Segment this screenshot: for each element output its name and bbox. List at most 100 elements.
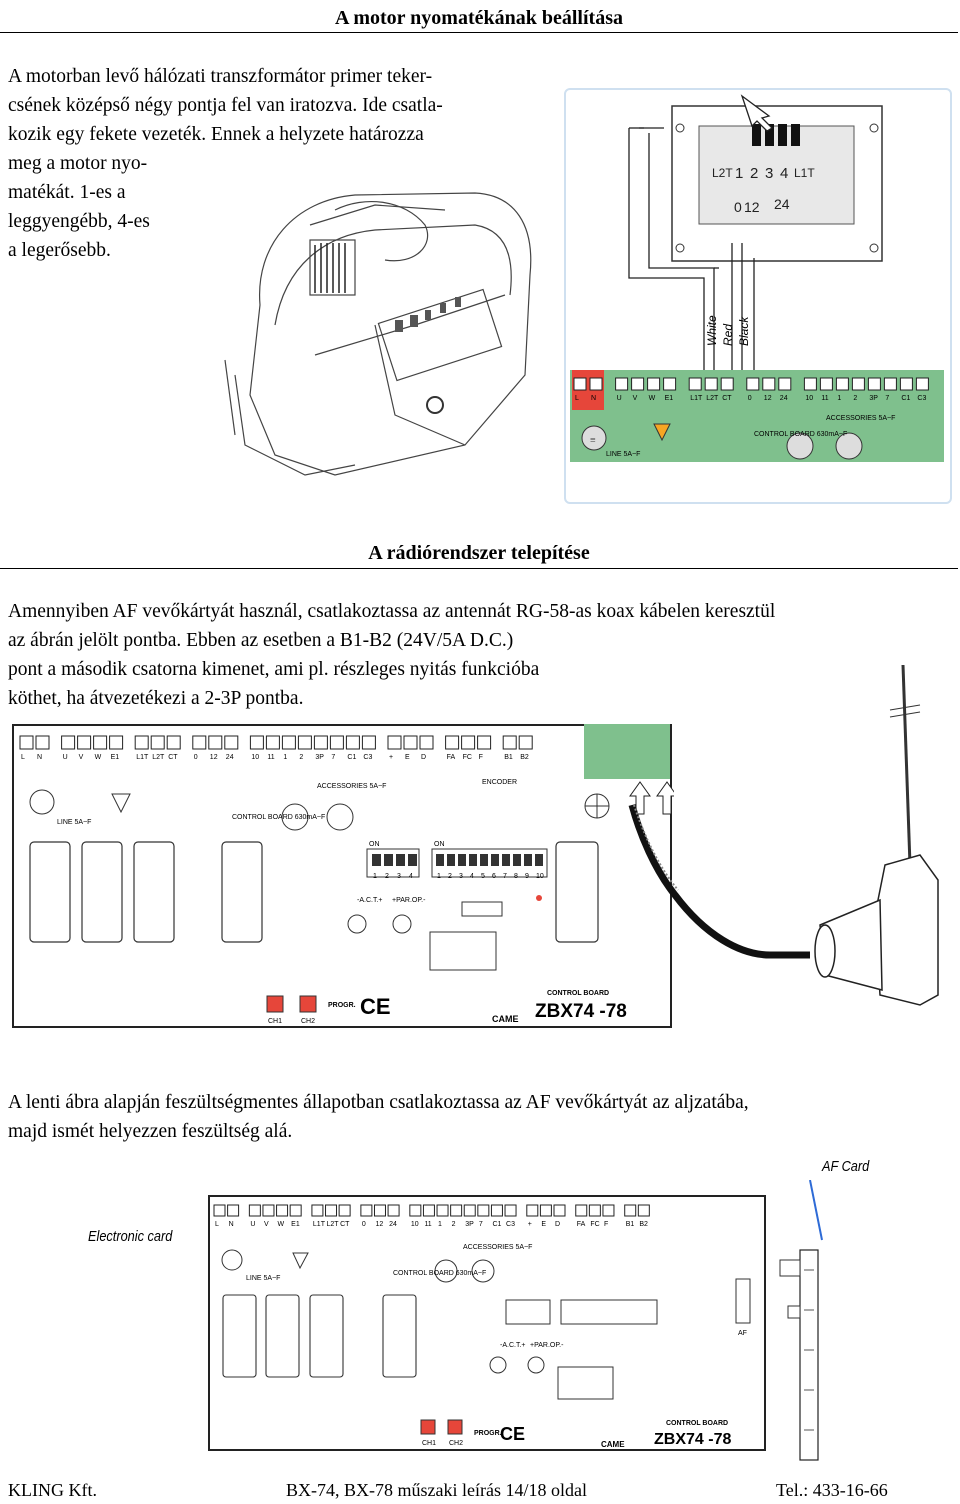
dip-number: 3 — [397, 873, 401, 880]
dip-switch — [372, 854, 381, 866]
terminal-label: U — [617, 395, 622, 402]
act-label: -A.C.T.+ — [357, 897, 382, 904]
terminal-screw — [573, 377, 587, 391]
terminal-screw — [93, 735, 108, 750]
terminal-screw — [463, 1204, 476, 1217]
terminal-label: 11 — [424, 1221, 431, 1228]
dip-number: 4 — [409, 873, 413, 880]
text-line: A lenti ábra alapján feszültségmentes ál… — [8, 1092, 749, 1113]
dip-number: 1 — [373, 873, 377, 880]
af-card-paragraph: A lenti ábra alapján feszültségmentes ál… — [8, 1088, 749, 1146]
terminal-label: 10 — [805, 395, 813, 402]
terminal-screw — [589, 377, 603, 391]
ce-mark: CE — [360, 994, 391, 1019]
terminal-label: B1 — [504, 754, 513, 761]
terminal-screw — [311, 1204, 324, 1217]
terminal-label: L2T — [152, 754, 165, 761]
terminal-screw — [663, 377, 677, 391]
terminal-screw — [851, 377, 865, 391]
ch2-label: CH2 — [449, 1440, 463, 1447]
antenna-illustration — [628, 664, 939, 1006]
terminal-screw — [265, 735, 280, 750]
dip-number: 8 — [514, 873, 518, 880]
terminal-label: L — [215, 1221, 219, 1228]
terminal-label: CT — [340, 1221, 350, 1228]
transformer-label-12: 12 — [744, 199, 760, 215]
terminal-screw — [361, 735, 376, 750]
terminal-label: 11 — [821, 395, 828, 402]
terminal-screw — [403, 735, 418, 750]
line-fuse-label: LINE 5A~F — [246, 1275, 280, 1282]
parop-label: +PAR.OP.- — [392, 897, 426, 904]
progr-label: PROGR. — [328, 1002, 356, 1009]
section-title-radio: A rádiórendszer telepítése — [0, 538, 958, 569]
terminal-label: 0 — [748, 395, 752, 402]
transformer-label-4: 4 — [780, 165, 788, 182]
terminal-label: 2 — [299, 754, 303, 761]
control-fuse-label: CONTROL BOARD 630mA~F — [232, 814, 325, 821]
transformer-label-2: 2 — [750, 165, 758, 182]
terminal-label: 7 — [479, 1221, 483, 1228]
terminal-screw — [746, 377, 760, 391]
dip-number: 2 — [448, 873, 452, 880]
terminal-screw — [762, 377, 776, 391]
terminal-screw — [35, 735, 50, 750]
terminal-label: 24 — [780, 395, 788, 402]
terminal-label: 0 — [194, 754, 198, 761]
terminal-label: E — [541, 1221, 546, 1228]
terminal-label: 7 — [331, 754, 335, 761]
text-line: a legerősebb. — [8, 240, 111, 261]
terminal-label: 1 — [438, 1221, 442, 1228]
terminal-screw — [289, 1204, 302, 1217]
terminal-label: 12 — [764, 395, 772, 402]
terminal-screw — [477, 735, 492, 750]
terminal-label: 1 — [837, 395, 841, 402]
dip-switch — [513, 854, 521, 866]
terminal-screw — [553, 1204, 566, 1217]
terminal-screw — [899, 377, 913, 391]
text-line: meg a motor nyo- — [8, 153, 148, 174]
terminal-label: FC — [463, 754, 472, 761]
footer-document: BX-74, BX-78 műszaki leírás 14/18 oldal — [286, 1480, 587, 1500]
text-line: kozik egy fekete vezeték. Ennek a helyze… — [8, 124, 424, 145]
accessories-fuse-label: ACCESSORIES 5A~F — [317, 783, 386, 790]
terminal-screw — [338, 1204, 351, 1217]
terminal-row — [19, 735, 533, 750]
terminal-label: 3P — [315, 754, 324, 761]
dip-switch — [469, 854, 477, 866]
transformer-label-l2t: L2T — [712, 166, 733, 180]
dip-switch — [491, 854, 499, 866]
terminal-screw — [631, 377, 645, 391]
terminal-screw — [249, 735, 264, 750]
dip-switch — [480, 854, 488, 866]
text-line: leggyengébb, 4-es — [8, 211, 150, 232]
terminal-screw — [281, 735, 296, 750]
terminal-label: CT — [168, 754, 178, 761]
transformer-diagram: L2T 1 2 3 4 L1T 0 12 24 White Red Black … — [570, 94, 944, 462]
terminal-screw — [325, 1204, 338, 1217]
terminal-label: 24 — [389, 1221, 397, 1228]
dip-number: 7 — [503, 873, 507, 880]
dip-number: 9 — [525, 873, 529, 880]
control-fuse-label: CONTROL BOARD 630mA~F — [754, 431, 847, 438]
electronic-card-label: Electronic card — [88, 1228, 173, 1245]
terminal-screw — [867, 377, 881, 391]
terminal-label: L — [21, 754, 25, 761]
terminal-screw — [504, 1204, 517, 1217]
transformer-label-l1t: L1T — [794, 166, 815, 180]
dip-switch — [524, 854, 532, 866]
radio-paragraph: Amennyiben AF vevőkártyát használ, csatl… — [8, 597, 775, 713]
parop-label: +PAR.OP.- — [530, 1342, 564, 1349]
terminal-screw — [819, 377, 833, 391]
terminal-screw — [539, 1204, 552, 1217]
terminal-row — [213, 1204, 650, 1217]
terminal-screw — [224, 735, 239, 750]
terminal-screw — [19, 735, 34, 750]
line-fuse-label: LINE 5A~F — [606, 451, 640, 458]
terminal-label: 2 — [452, 1221, 456, 1228]
terminal-screw — [61, 735, 76, 750]
terminal-label: 11 — [267, 754, 274, 761]
text-line: az ábrán jelölt pontba. Ebben az esetben… — [8, 630, 514, 651]
terminal-label: FA — [447, 754, 456, 761]
transformer-label-3: 3 — [765, 165, 773, 182]
